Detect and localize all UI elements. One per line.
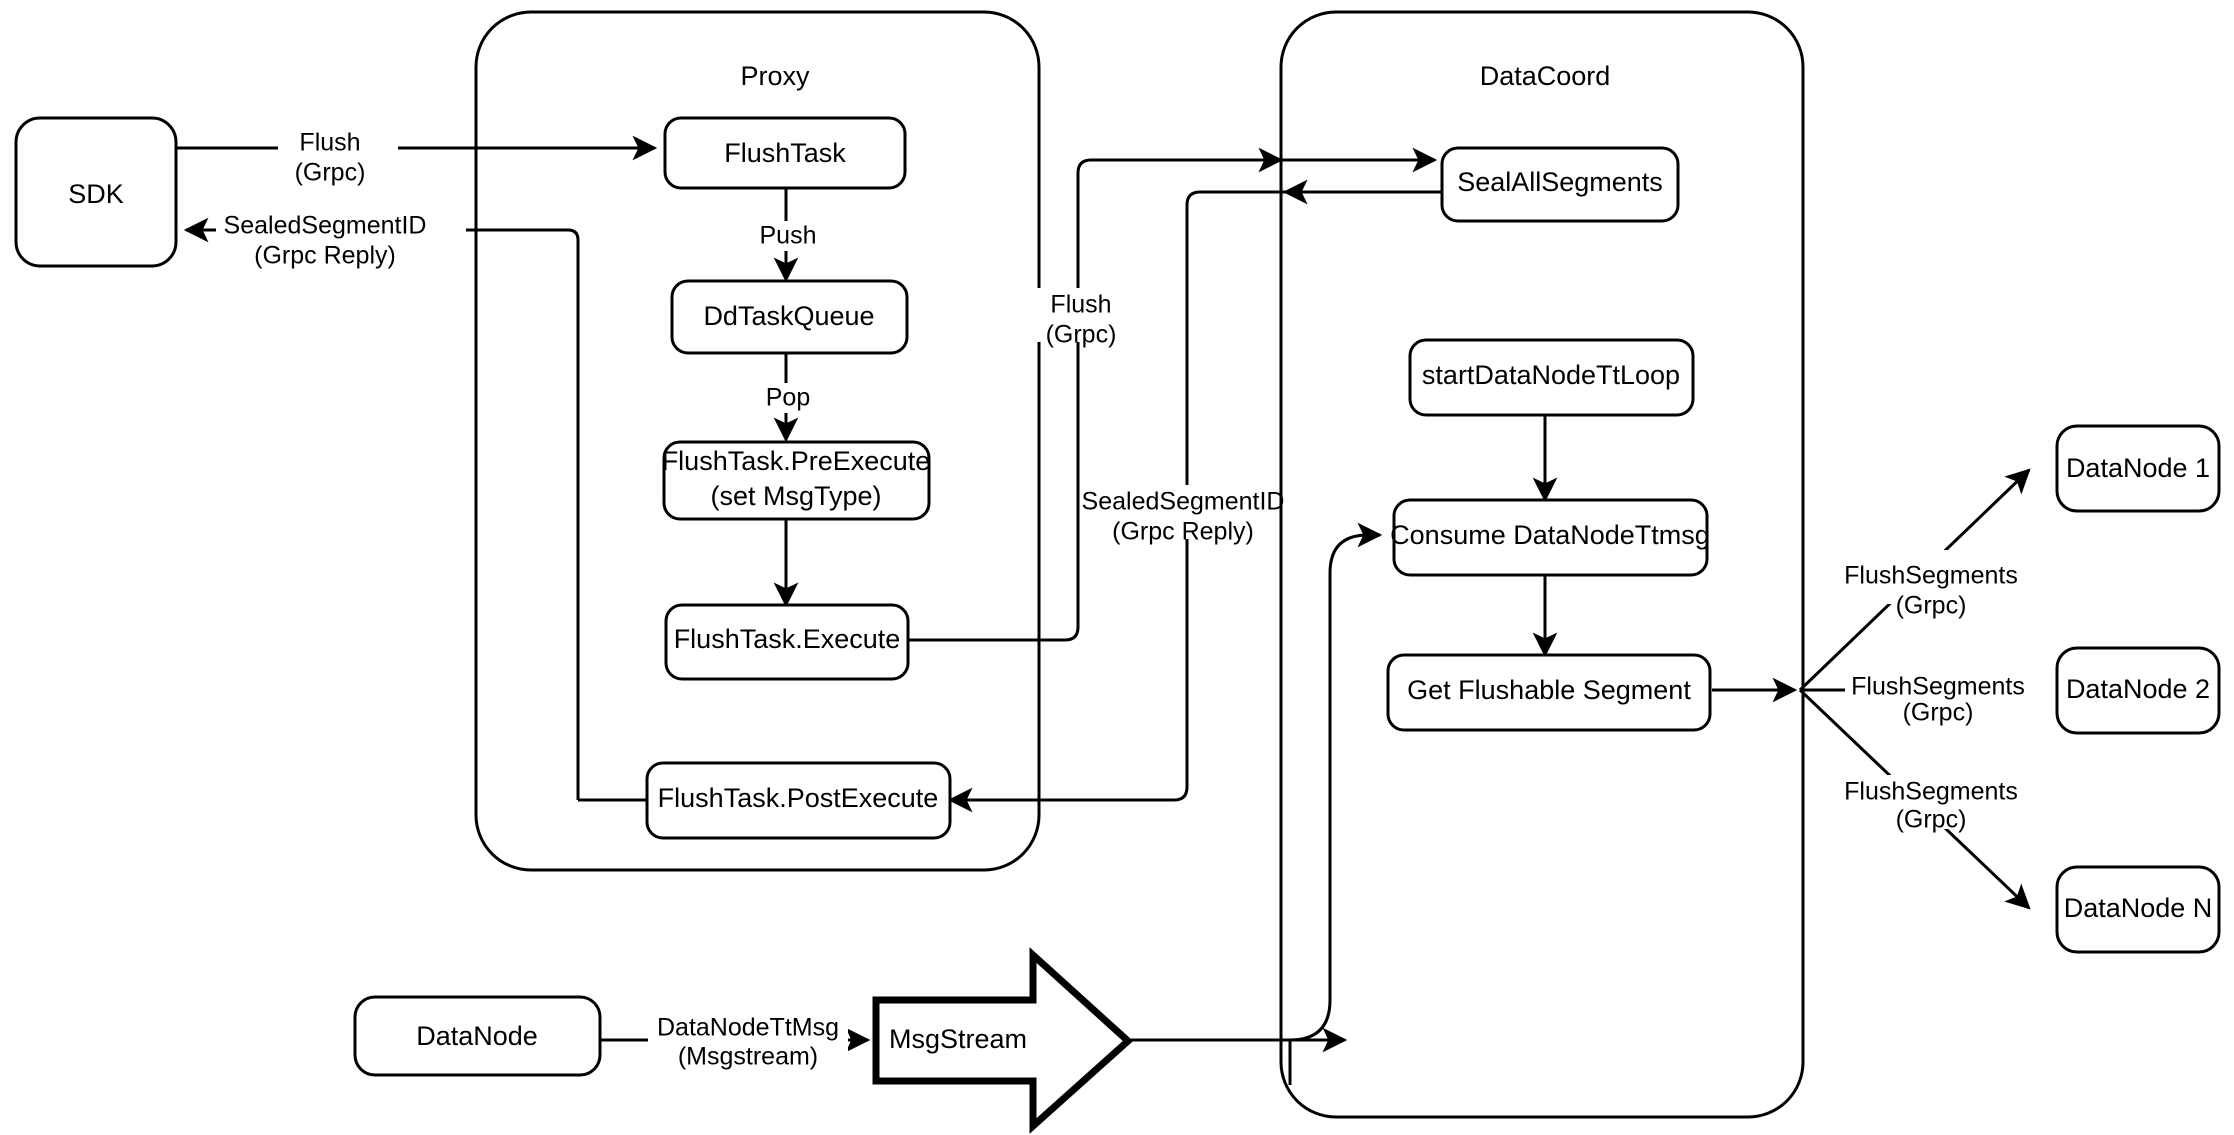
datanode-1-label: DataNode 1 [2066,453,2210,483]
node-get-flushable-segment[interactable]: Get Flushable Segment [1386,653,1712,732]
node-flush-task[interactable]: FlushTask [663,116,907,190]
seal-all-segments-box[interactable] [1440,146,1680,223]
start-datanode-tt-loop-label: startDataNodeTtLoop [1422,360,1680,390]
edge-execute-to-sealallsegments [908,147,1438,642]
push-label: Push [760,222,817,250]
node-seal-all-segments[interactable]: SealAllSegments [1440,146,1680,223]
node-flush-task-preexecute[interactable]: FlushTask.PreExecute (set MsgType) [662,440,931,521]
consume-datanode-ttmsg-box[interactable] [1392,498,1709,577]
label-datanode-to-msgstream: DataNodeTtMsg (Msgstream) [648,1012,848,1071]
datanode-2-label: DataNode 2 [2066,674,2210,704]
label-bg [752,221,824,251]
label-push: Push [752,221,824,251]
pop-label: Pop [766,384,810,412]
label-bg [756,383,818,413]
datacoord-to-proxy-label-line2: (Grpc Reply) [1112,518,1254,546]
edge-datacoord-inlet-to-consume [1289,522,1383,1042]
sdk-box[interactable] [14,116,178,268]
flush-task-box[interactable] [663,116,907,190]
datanode-to-msgstream-label-line2: (Msgstream) [678,1043,818,1071]
label-bg [1083,485,1273,539]
datanode-source-label: DataNode [416,1021,538,1051]
label-bg [1838,550,2034,604]
node-dd-task-queue[interactable]: DdTaskQueue [670,279,909,355]
proxy-to-datacoord-label-line1: Flush [1050,291,1111,319]
get-flushable-segment-box[interactable] [1386,653,1712,732]
flush-task-label: FlushTask [724,138,846,168]
edge-proxy-to-sdk [183,217,580,800]
label-datacoord-to-proxy: SealedSegmentID (Grpc Reply) [1082,485,1285,546]
proxy-to-datacoord-label-line2: (Grpc) [1046,321,1117,349]
node-flush-task-postexecute[interactable]: FlushTask.PostExecute [645,761,952,840]
datacoord-to-proxy-label-line1: SealedSegmentID [1082,488,1285,516]
datanode-1-box[interactable] [2055,424,2221,513]
flush-task-preexecute-box[interactable] [662,440,931,521]
seal-all-segments-label: SealAllSegments [1457,167,1663,197]
sdk-to-proxy-label-line2: (Grpc) [295,159,366,187]
proxy-container-label: Proxy [740,61,810,91]
label-sdk-to-proxy: Flush (Grpc) [278,125,398,187]
label-flush-segments-2: FlushSegments (Grpc) [1845,662,2041,727]
label-proxy-to-datacoord: Flush (Grpc) [1036,288,1142,349]
flush-segments-1-label-line2: (Grpc) [1896,592,1967,620]
node-start-datanode-tt-loop[interactable]: startDataNodeTtLoop [1408,338,1695,417]
datanode-source-box[interactable] [353,995,602,1077]
label-proxy-to-sdk: SealedSegmentID (Grpc Reply) [216,208,466,270]
flush-segments-n-label-line2: (Grpc) [1896,806,1967,834]
datacoord-container-label: DataCoord [1480,61,1611,91]
sdk-to-proxy-label-line1: Flush [299,129,360,157]
label-bg [216,208,466,262]
flush-task-preexecute-label-line1: FlushTask.PreExecute [662,446,931,476]
label-pop: Pop [756,383,818,413]
flush-task-execute-box[interactable] [664,603,910,681]
consume-datanode-ttmsg-label: Consume DataNodeTtmsg [1390,520,1710,550]
msgstream-shape[interactable] [872,947,1134,1134]
datanode-2-box[interactable] [2055,646,2221,735]
msgstream-label: MsgStream [889,1024,1027,1054]
node-datanode-source[interactable]: DataNode [353,995,602,1077]
label-bg [1036,288,1142,342]
label-bg [648,1012,848,1066]
start-datanode-tt-loop-box[interactable] [1408,338,1695,417]
flush-task-postexecute-label: FlushTask.PostExecute [658,783,939,813]
node-msgstream[interactable]: MsgStream [872,947,1134,1134]
flush-segments-1-label-line1: FlushSegments [1844,562,2018,590]
flush-task-execute-label: FlushTask.Execute [674,624,901,654]
node-flush-task-execute[interactable]: FlushTask.Execute [664,603,910,681]
flush-segments-n-label-line1: FlushSegments [1844,778,2018,806]
node-sdk[interactable]: SDK [14,116,178,268]
sdk-label: SDK [68,179,124,209]
datanode-n-label: DataNode N [2064,893,2213,923]
datanode-to-msgstream-label-line1: DataNodeTtMsg [657,1014,839,1042]
node-datanode-1[interactable]: DataNode 1 [2055,424,2221,513]
label-bg [278,125,398,179]
node-consume-datanode-ttmsg[interactable]: Consume DataNodeTtmsg [1390,498,1710,577]
flush-segments-2-label-line1: FlushSegments [1851,673,2025,701]
flush-segments-2-label-line2: (Grpc) [1903,699,1974,727]
proxy-to-sdk-label-line1: SealedSegmentID [224,212,427,240]
label-flush-segments-n: FlushSegments (Grpc) [1838,775,2034,834]
datanode-n-box[interactable] [2055,865,2221,954]
label-flush-segments-1: FlushSegments (Grpc) [1838,550,2034,620]
dd-task-queue-label: DdTaskQueue [703,301,874,331]
flush-task-postexecute-box[interactable] [645,761,952,840]
node-datanode-n[interactable]: DataNode N [2055,865,2221,954]
get-flushable-segment-label: Get Flushable Segment [1407,675,1691,705]
flush-task-preexecute-label-line2: (set MsgType) [710,481,881,511]
label-bg [1838,775,2034,829]
proxy-to-sdk-label-line2: (Grpc Reply) [254,242,396,270]
dd-task-queue-box[interactable] [670,279,909,355]
label-bg [1845,662,2041,718]
node-datanode-2[interactable]: DataNode 2 [2055,646,2221,735]
